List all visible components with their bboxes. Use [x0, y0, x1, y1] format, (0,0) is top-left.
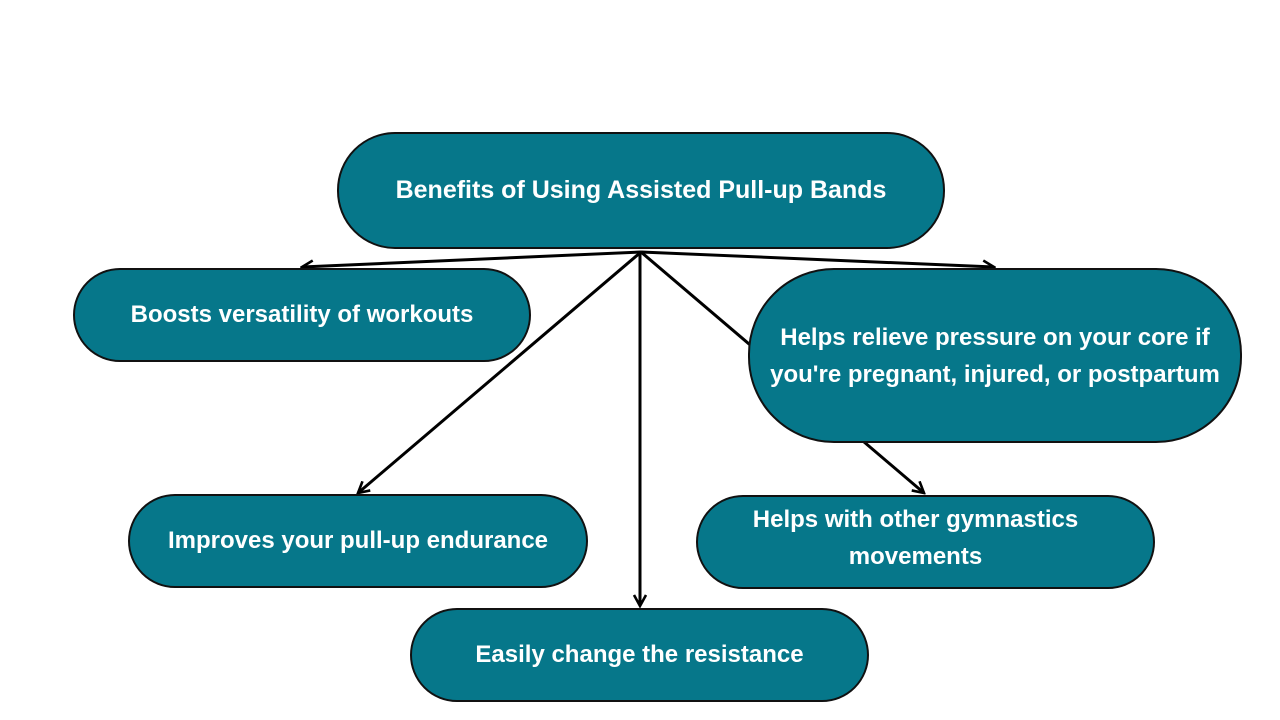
benefit-label: Easily change the resistance — [475, 641, 804, 668]
arrow-to-versatility — [302, 250, 642, 267]
benefit-label: Helps with other gymnastics movements — [752, 506, 1079, 570]
arrow-to-endurance — [358, 250, 642, 493]
benefit-node-endurance: Improves your pull-up endurance — [128, 494, 588, 588]
benefit-node-versatility: Boosts versatility of workouts — [73, 268, 531, 362]
arrow-to-core — [640, 250, 994, 267]
root-node-label: Benefits of Using Assisted Pull-up Bands — [395, 176, 887, 204]
benefit-node-core: Helps relieve pressure on your core if y… — [748, 268, 1242, 443]
benefit-label: Improves your pull-up endurance — [167, 527, 549, 554]
benefit-node-resistance: Easily change the resistance — [410, 608, 869, 702]
benefit-label: Boosts versatility of workouts — [130, 301, 474, 328]
benefit-node-gymnastics: Helps with other gymnastics movements — [696, 495, 1155, 589]
benefit-label: Helps relieve pressure on your core if y… — [770, 323, 1220, 388]
root-node: Benefits of Using Assisted Pull-up Bands — [337, 132, 945, 249]
